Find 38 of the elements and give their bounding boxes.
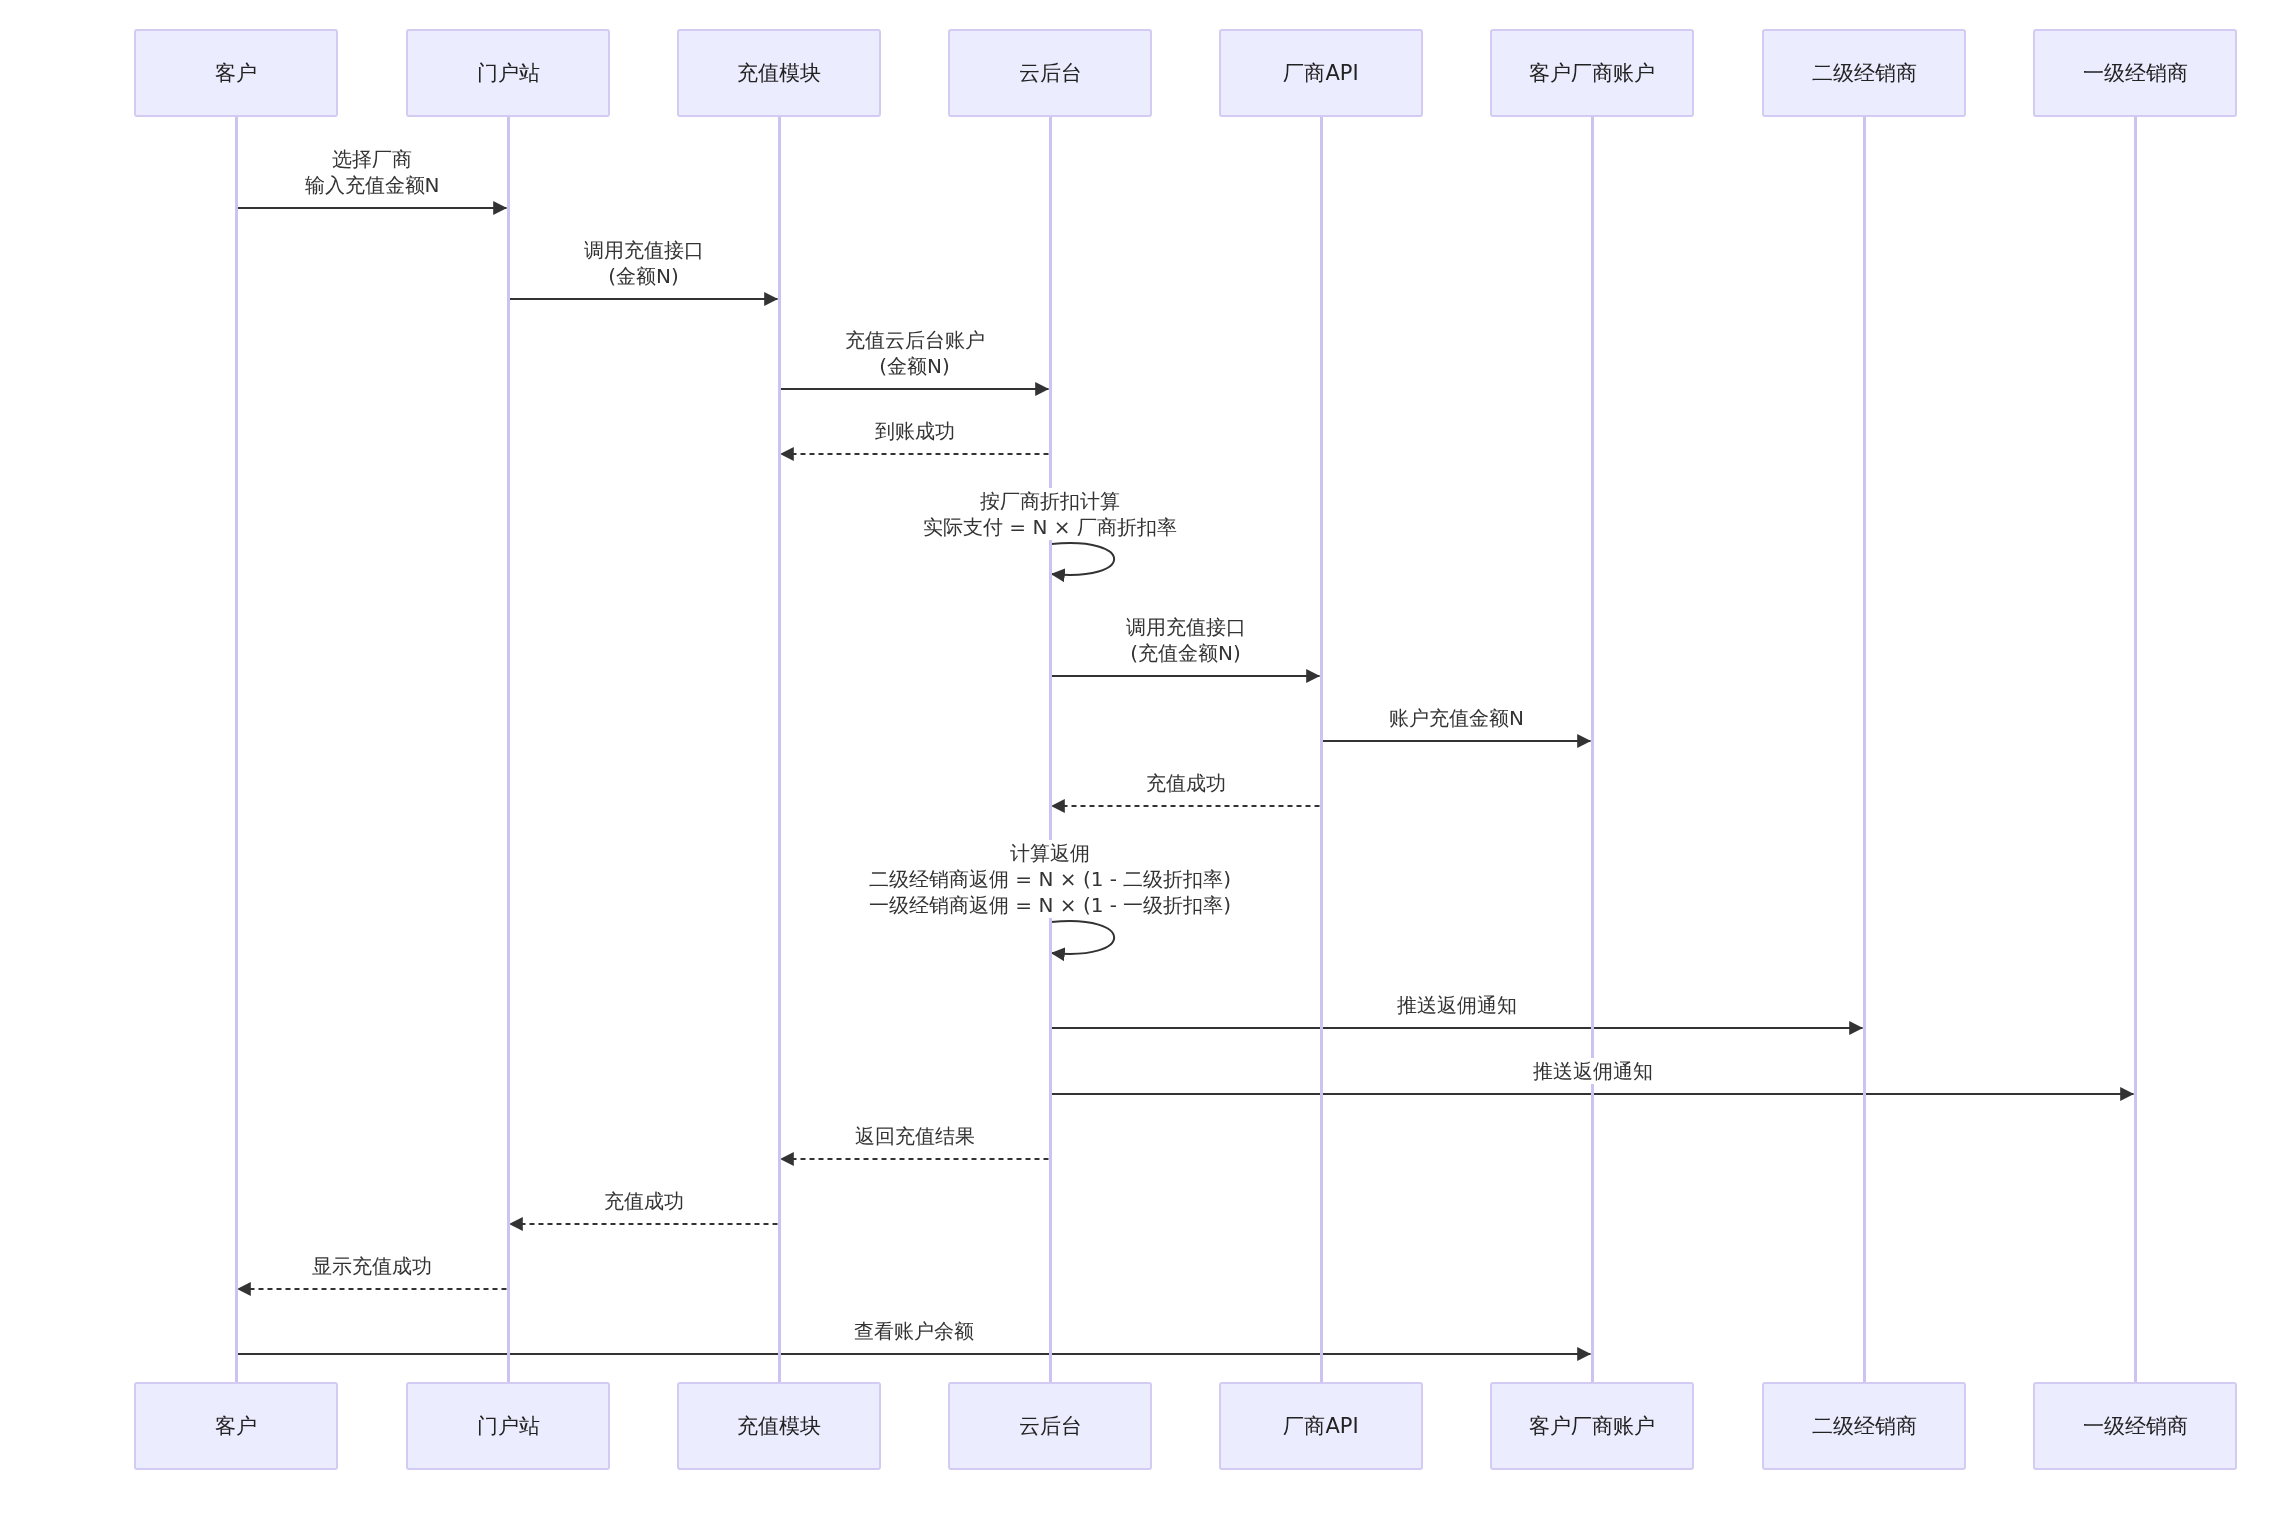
participant-box: 厂商API bbox=[1219, 29, 1423, 117]
participant-box: 云后台 bbox=[948, 29, 1152, 117]
lifeline bbox=[777, 117, 781, 1382]
self-message-arrow bbox=[1050, 542, 1116, 582]
message-arrow bbox=[1321, 734, 1592, 748]
lifeline bbox=[1862, 117, 1866, 1382]
participant-box: 二级经销商 bbox=[1762, 29, 1966, 117]
participant-box: 二级经销商 bbox=[1762, 1382, 1966, 1470]
lifeline bbox=[234, 117, 238, 1382]
participant-box: 充值模块 bbox=[677, 29, 881, 117]
lifeline bbox=[2133, 117, 2137, 1382]
message-arrow bbox=[1050, 1021, 1864, 1035]
participant-box: 充值模块 bbox=[677, 1382, 881, 1470]
return-arrow bbox=[236, 1282, 508, 1296]
message-arrow bbox=[1050, 1087, 2135, 1101]
lifeline bbox=[1319, 117, 1323, 1382]
participant-box: 客户厂商账户 bbox=[1490, 1382, 1694, 1470]
lifeline bbox=[1590, 117, 1594, 1382]
participant-box: 客户 bbox=[134, 1382, 338, 1470]
participant-box: 门户站 bbox=[406, 29, 610, 117]
return-arrow bbox=[508, 1217, 779, 1231]
participant-box: 一级经销商 bbox=[2033, 29, 2237, 117]
message-arrow bbox=[236, 201, 508, 215]
self-message-arrow bbox=[1050, 920, 1116, 961]
participant-box: 云后台 bbox=[948, 1382, 1152, 1470]
return-arrow bbox=[779, 1152, 1050, 1166]
return-arrow bbox=[779, 447, 1050, 461]
return-arrow bbox=[1050, 799, 1321, 813]
message-arrow bbox=[779, 382, 1050, 396]
participant-box: 厂商API bbox=[1219, 1382, 1423, 1470]
message-arrow bbox=[236, 1347, 1592, 1361]
message-arrow bbox=[1050, 669, 1321, 683]
message-arrow bbox=[508, 292, 779, 306]
lifeline bbox=[506, 117, 510, 1382]
participant-box: 门户站 bbox=[406, 1382, 610, 1470]
participant-box: 客户 bbox=[134, 29, 338, 117]
participant-box: 一级经销商 bbox=[2033, 1382, 2237, 1470]
participant-box: 客户厂商账户 bbox=[1490, 29, 1694, 117]
